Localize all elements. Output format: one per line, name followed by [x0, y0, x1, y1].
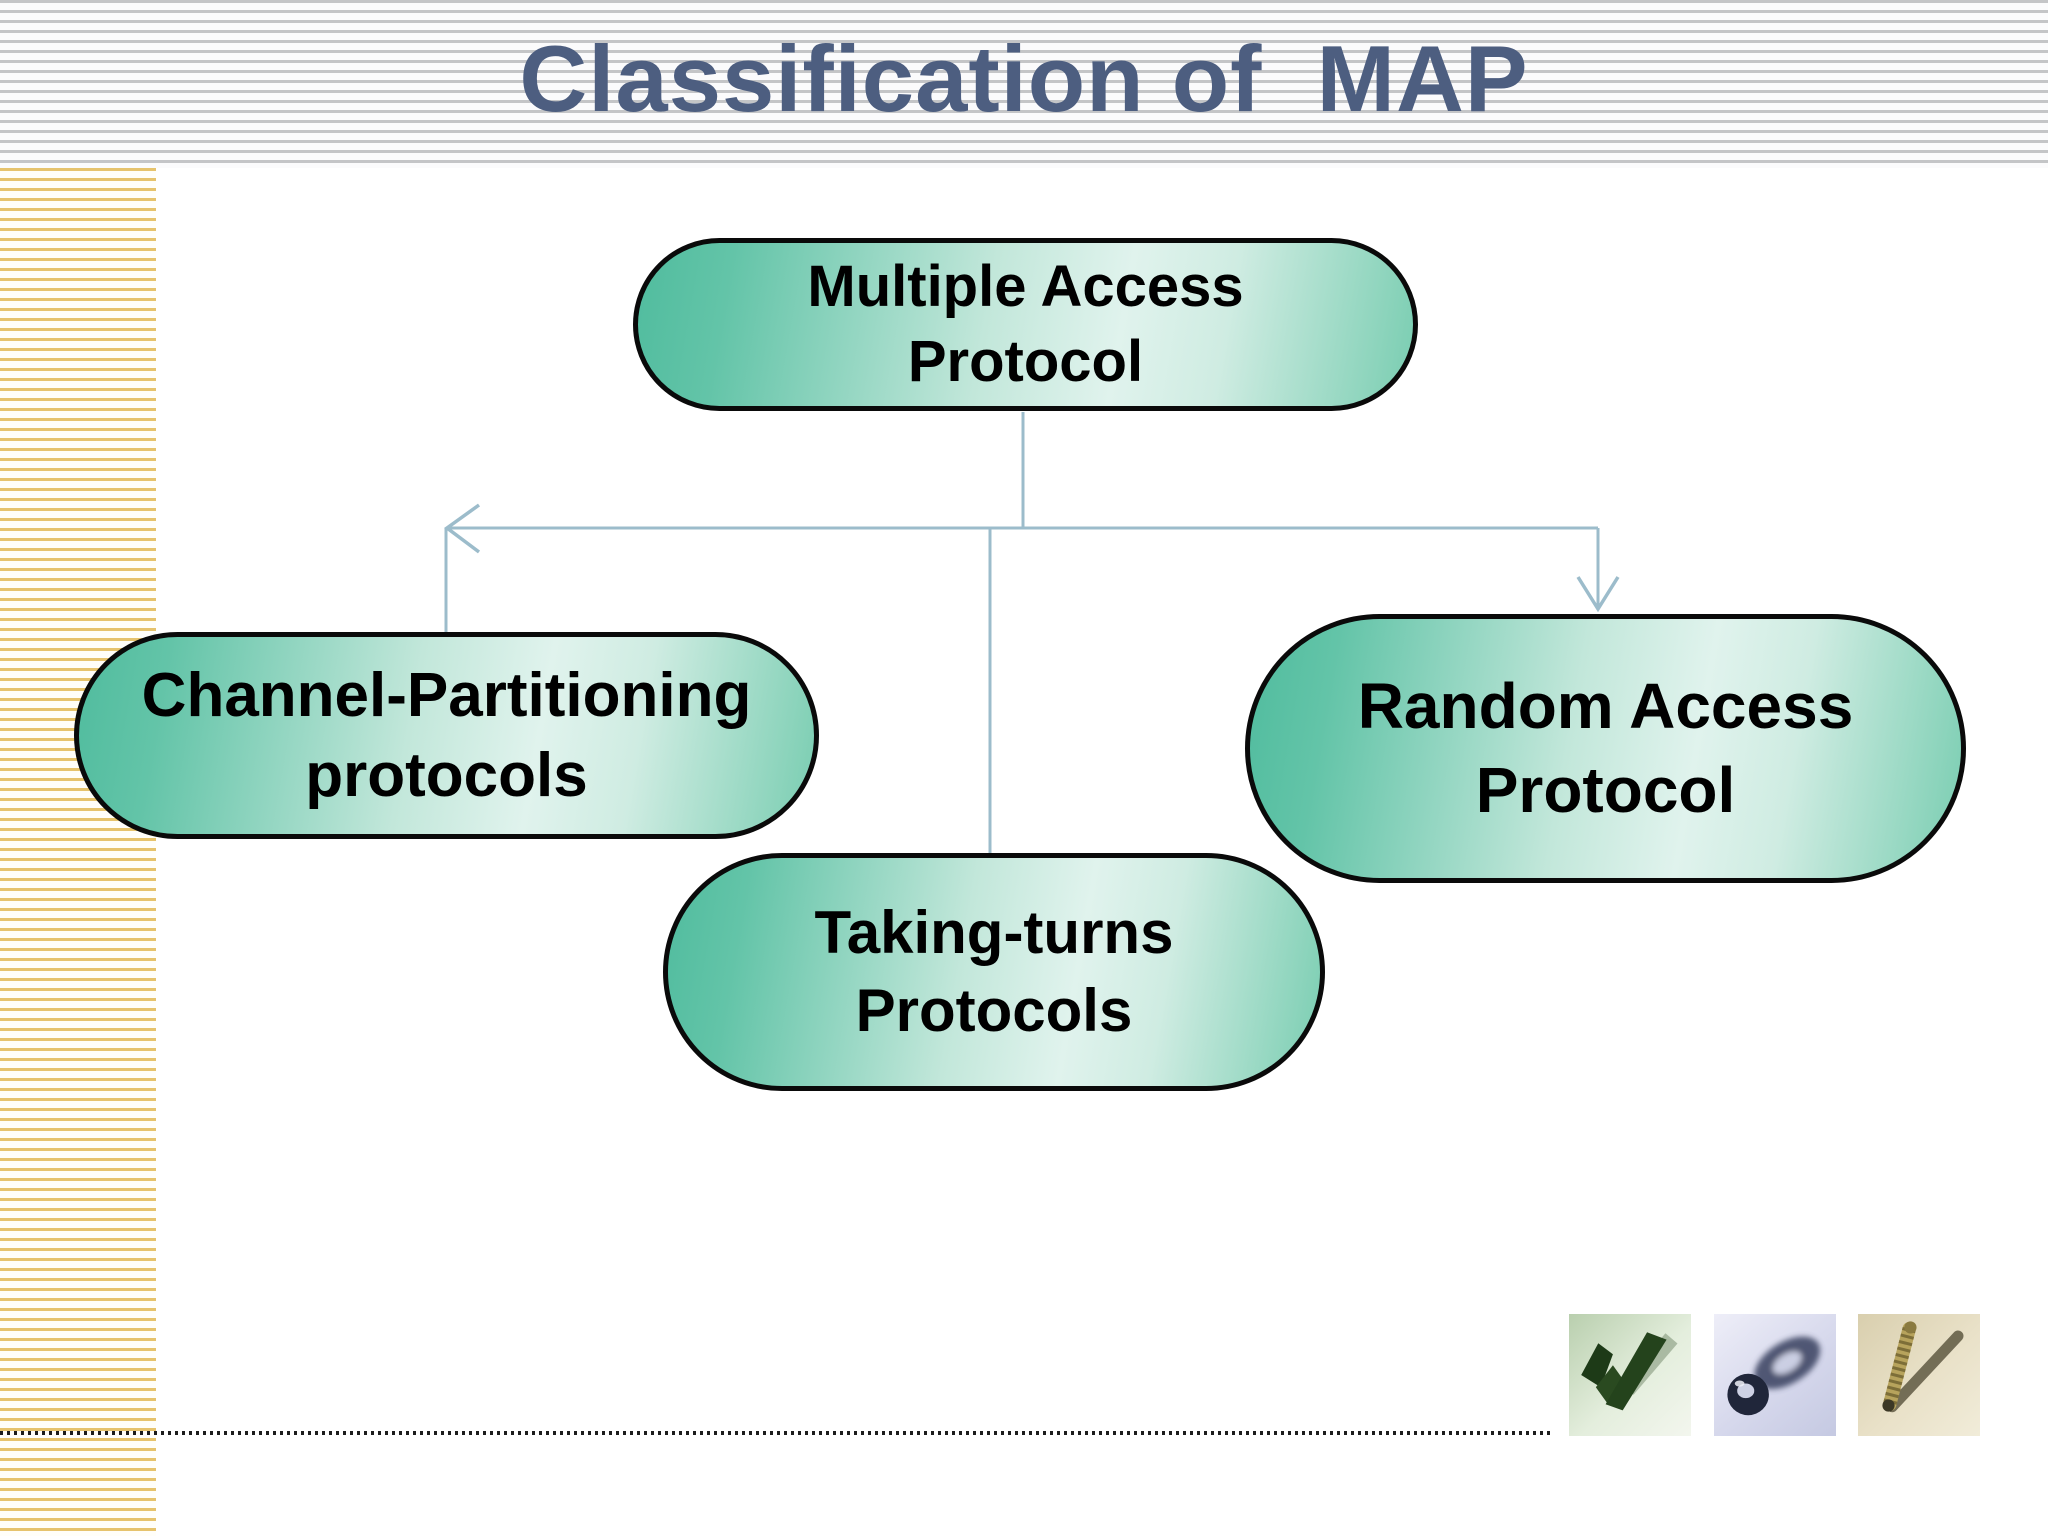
top-gray-stripes-band [0, 0, 2048, 168]
ring-clipart-icon [1714, 1314, 1836, 1436]
node-label-line: protocols [305, 740, 588, 810]
slide-title: Classification of MAP [519, 26, 1529, 131]
arrowhead-left-icon [444, 503, 481, 554]
node-random-access-protocol: Random Access Protocol [1245, 614, 1966, 883]
node-label-line: Random Access [1357, 670, 1854, 743]
node-label-line: Protocol [1475, 753, 1736, 826]
node-label-line: Channel-Partitioning [141, 661, 752, 731]
node-taking-turns-protocols: Taking-turns Protocols [663, 853, 1325, 1091]
pen-clipart-icon [1858, 1314, 1980, 1436]
checkmark-clipart-icon [1569, 1314, 1691, 1436]
node-label-line: Protocol [907, 328, 1144, 394]
node-multiple-access-protocol: Multiple Access Protocol [633, 238, 1418, 411]
node-label-line: Taking-turns [814, 899, 1174, 966]
arrowhead-down-icon [1576, 576, 1620, 613]
node-channel-partitioning-protocols: Channel-Partitioning protocols [74, 632, 819, 839]
left-yellow-stripes-band [0, 168, 156, 1536]
footer-dotted-rule [0, 1431, 1553, 1435]
node-label-line: Multiple Access [807, 254, 1244, 320]
node-label-line: Protocols [855, 977, 1133, 1044]
